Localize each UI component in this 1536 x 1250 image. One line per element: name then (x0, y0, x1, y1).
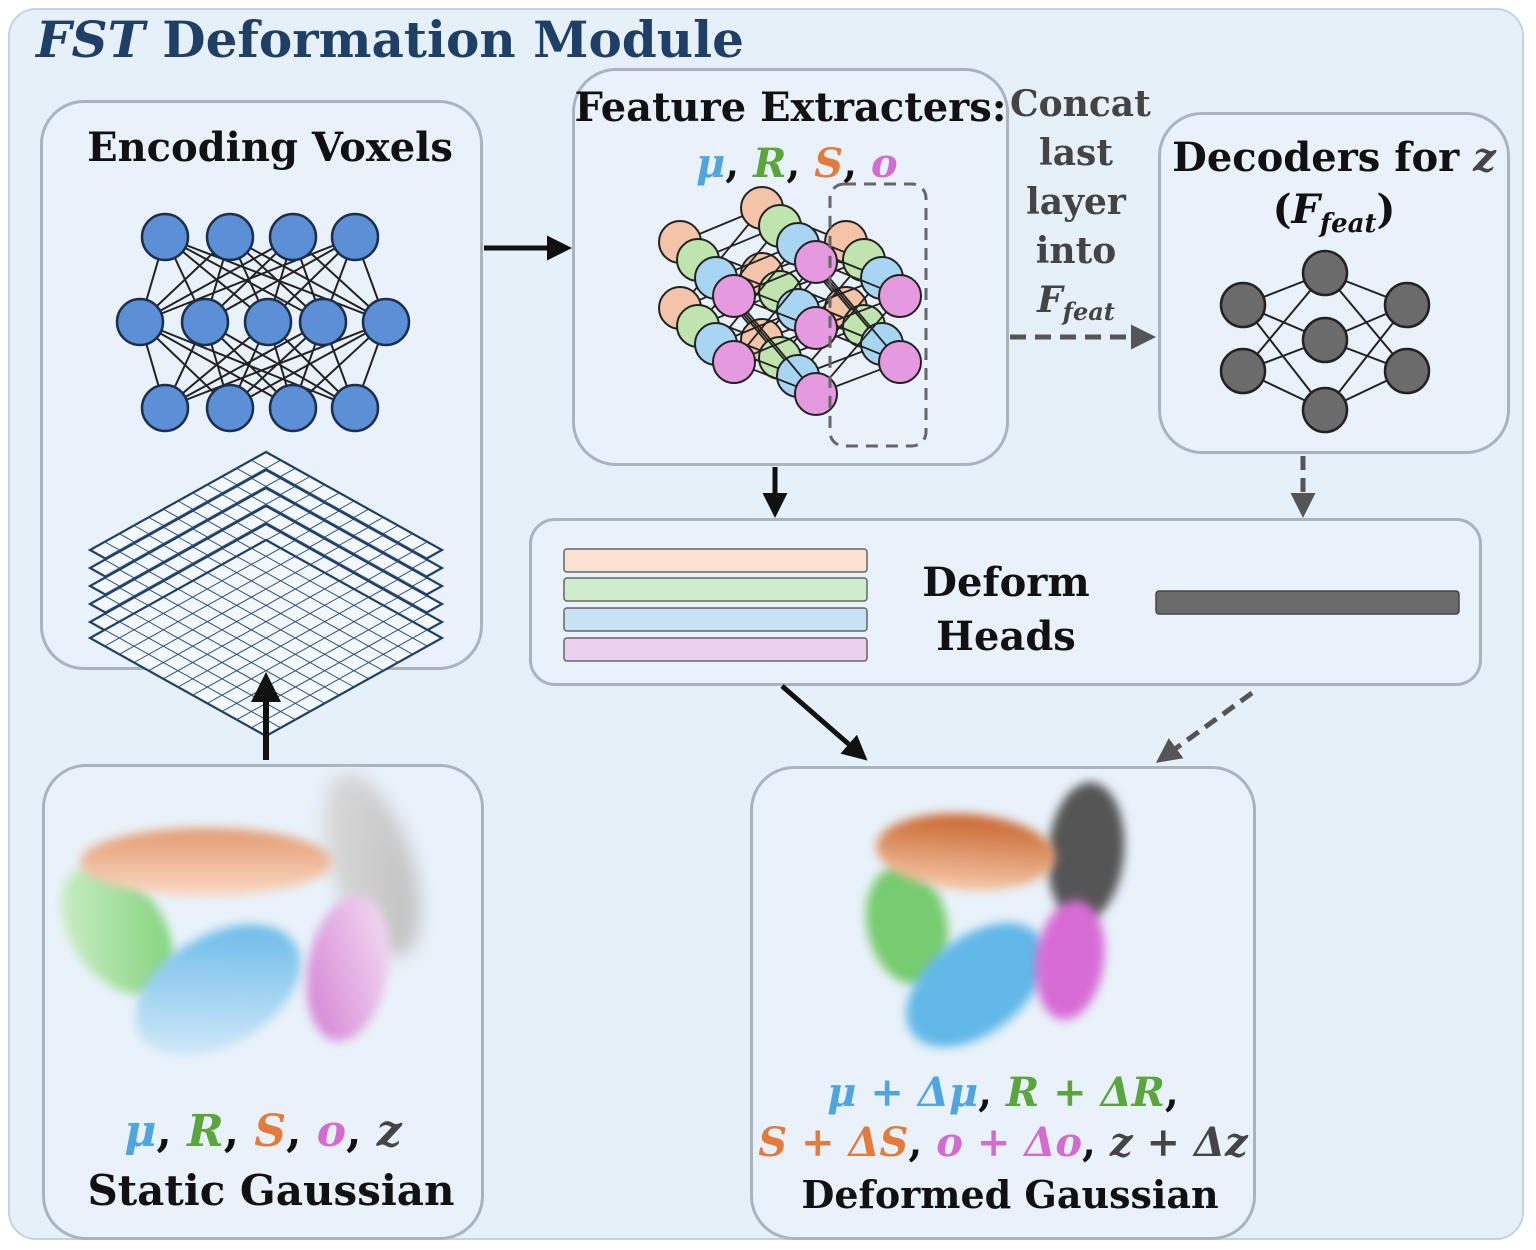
deform-heads-line-2: Heads (936, 613, 1076, 660)
deformed-R: R + ΔR (1006, 1069, 1165, 1116)
deformed-mu: μ + Δμ (827, 1069, 979, 1116)
decoders-paren-close: ) (1376, 186, 1396, 233)
static-param-S: S (254, 1106, 287, 1157)
module-title-italic: FST (36, 10, 145, 69)
deformed-gaussian-box (750, 766, 1256, 1240)
static-param-mu: μ (124, 1106, 157, 1157)
deformed-gaussian-label: Deformed Gaussian (801, 1172, 1219, 1217)
deformed-o: o + Δo (936, 1119, 1083, 1166)
deformed-S: S + ΔS (758, 1119, 909, 1166)
static-param-R: R (187, 1106, 224, 1157)
deformed-z: z + Δz (1109, 1119, 1248, 1166)
module-title-rest: Deformation Module (144, 10, 744, 69)
concat-line-4: into (1035, 230, 1117, 272)
decoders-paren-open: ( (1272, 186, 1292, 233)
static-param-z: z (376, 1106, 402, 1157)
decoders-title-var: z (1473, 134, 1496, 181)
deform-heads-line-1: Deform (922, 559, 1090, 606)
concat-symbol-sub: feat (1062, 297, 1115, 327)
param-S: S (814, 140, 844, 187)
concat-symbol-main: F (1037, 279, 1063, 321)
concat-text: Concat last layer into Ffeat (1010, 80, 1151, 336)
decoders-symbol: F (1291, 186, 1320, 233)
static-params: μ, R, S, o, z (124, 1106, 402, 1157)
decoders-symbol-sub: feat (1319, 209, 1377, 239)
extractor-params: μ, R, S, o (696, 140, 898, 187)
static-param-o: o (316, 1106, 347, 1157)
deform-heads-title: Deform Heads (900, 556, 1112, 664)
concat-line-1: Concat (1010, 83, 1151, 125)
module-title: FST Deformation Module (36, 10, 744, 69)
decoders-title: Decoders for z (Ffeat) (1158, 132, 1510, 250)
encoding-voxels-box (40, 100, 483, 670)
encoding-voxels-title: Encoding Voxels (87, 124, 453, 171)
param-R: R (753, 140, 787, 187)
concat-line-3: layer (1026, 181, 1126, 223)
static-gaussian-label: Static Gaussian (87, 1166, 455, 1215)
deformed-params: μ + Δμ, R + ΔR, S + ΔS, o + Δo, z + Δz (758, 1069, 1248, 1166)
concat-symbol: Ffeat (1010, 276, 1142, 336)
concat-line-2: last (1039, 132, 1113, 174)
param-o: o (871, 140, 898, 187)
decoders-title-text: Decoders for (1172, 134, 1460, 181)
feature-extracters-title: Feature Extracters: (574, 84, 1007, 131)
param-mu: μ (696, 140, 726, 187)
